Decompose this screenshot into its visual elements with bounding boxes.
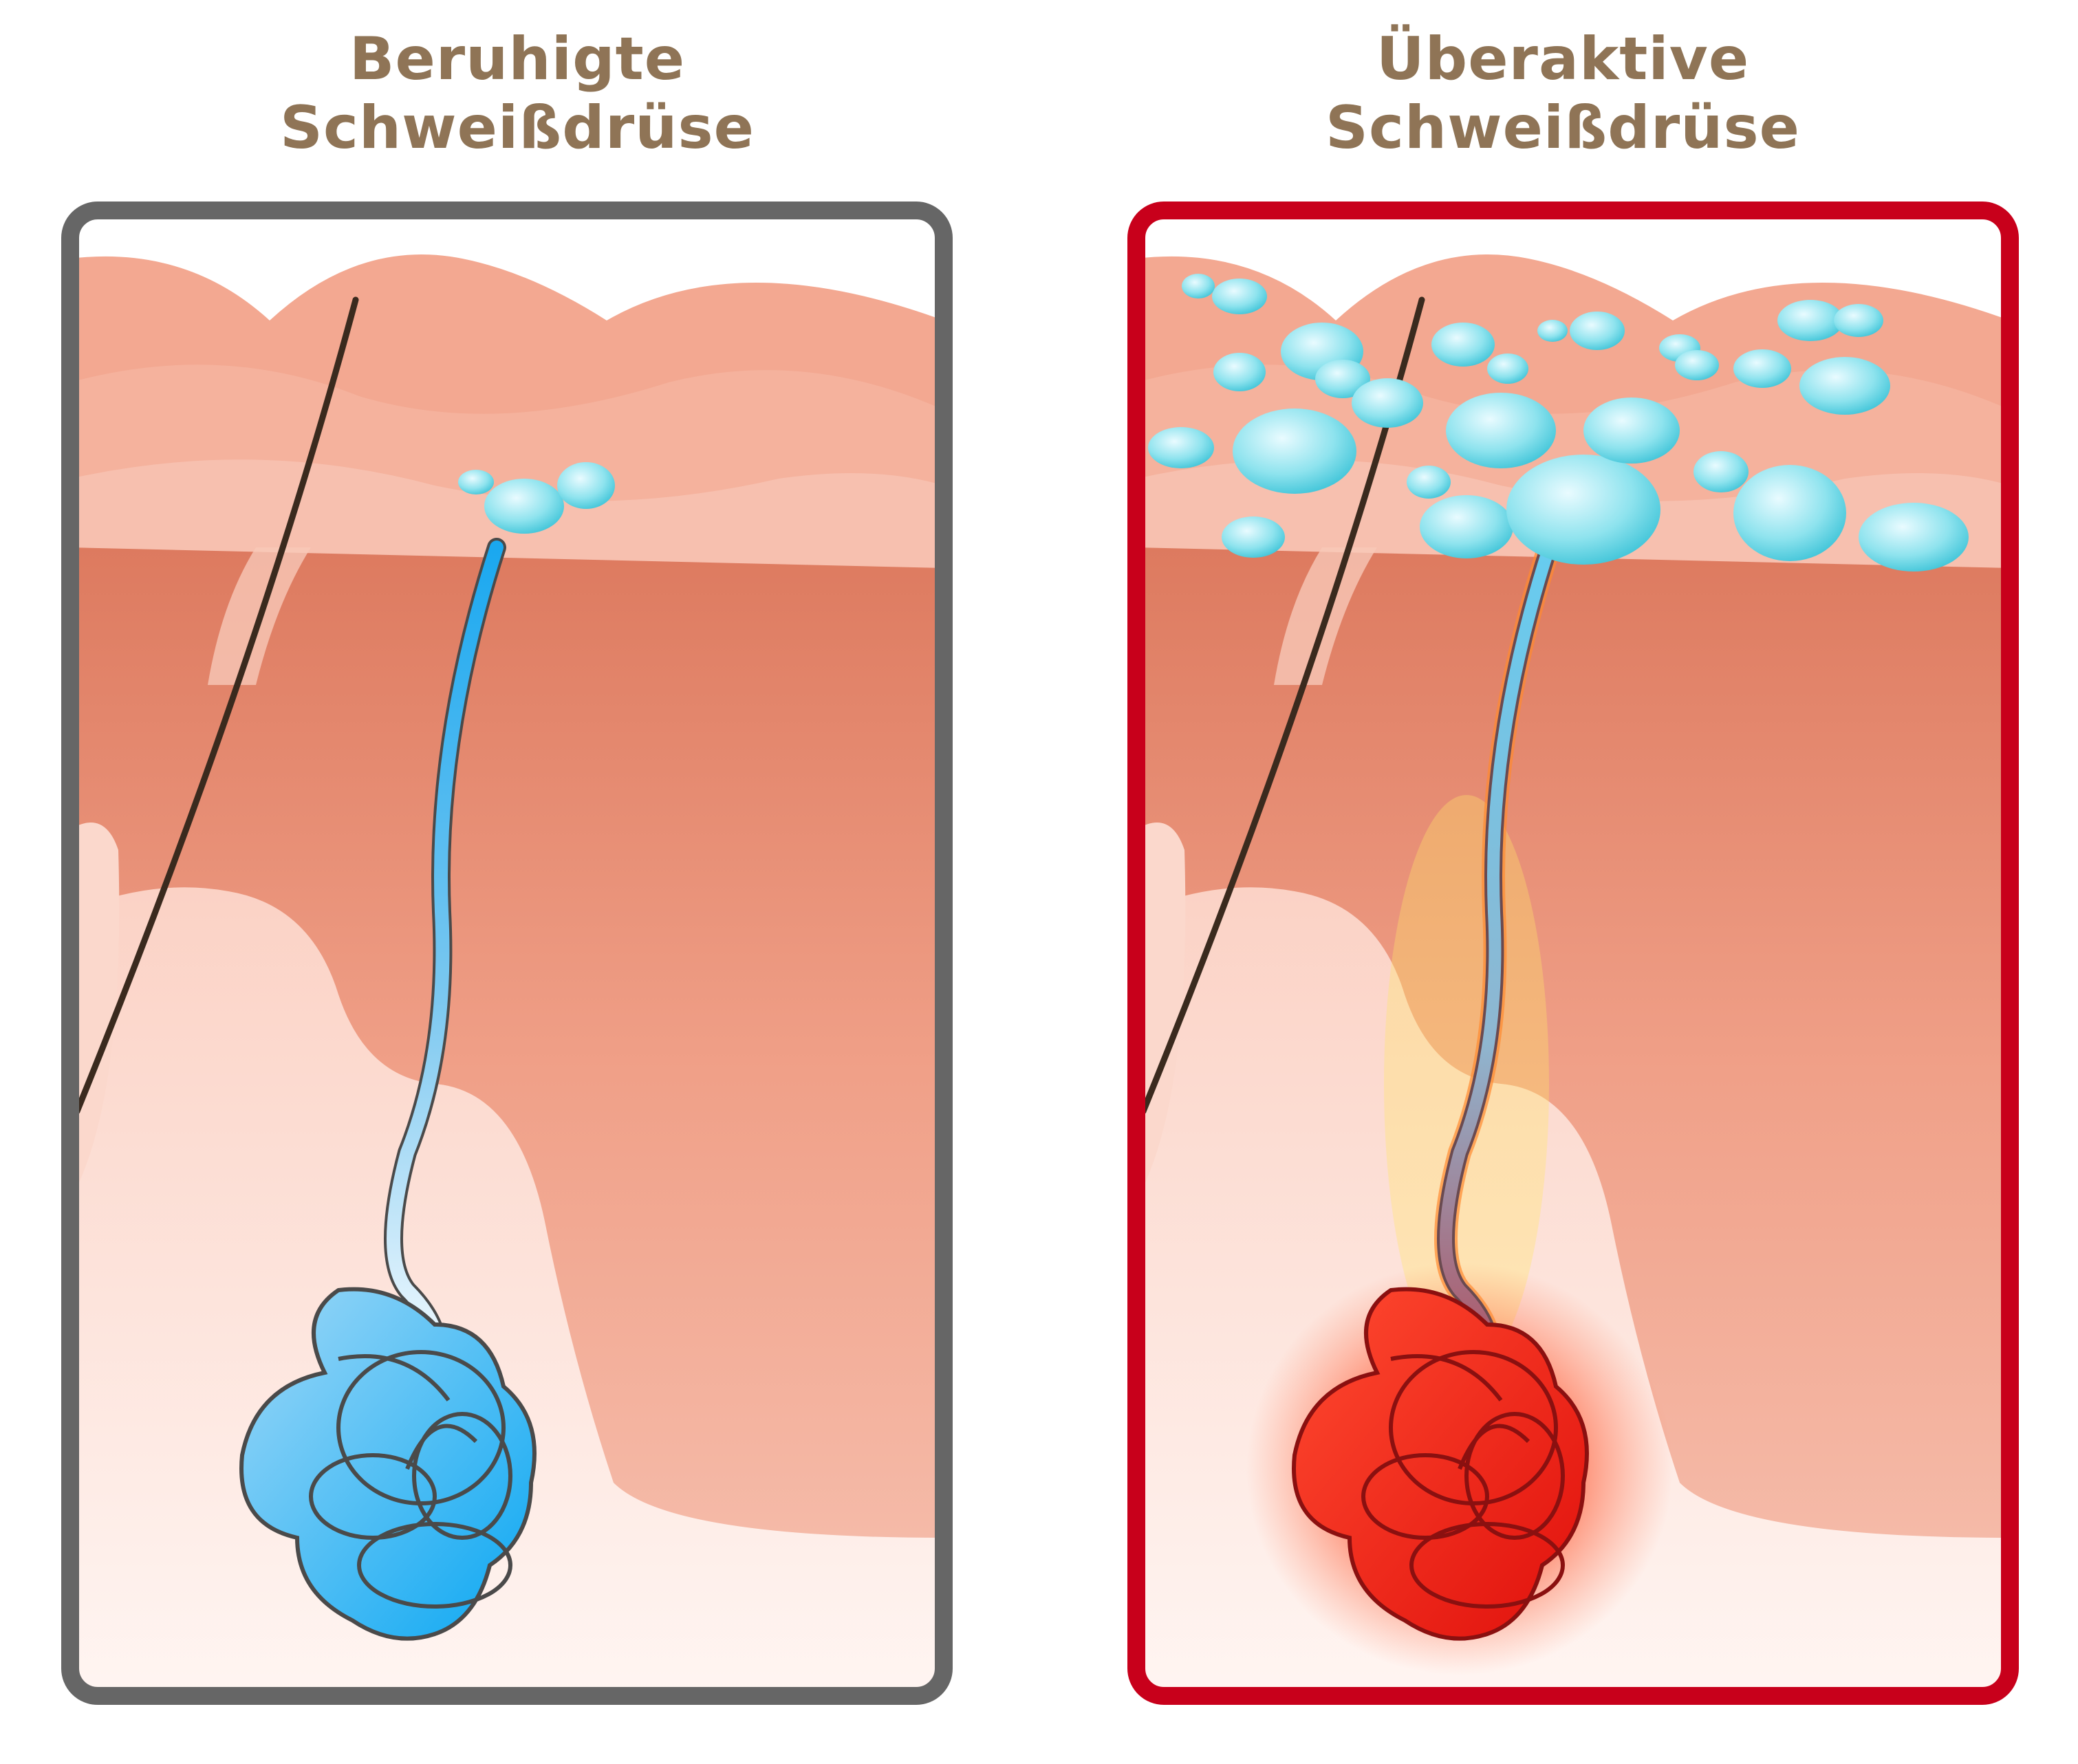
sweat-droplet-icon [1148, 274, 1969, 571]
overactive-title-line2: Schweißdrüse [1325, 94, 1800, 162]
sweat-gland-coil-icon [1292, 1287, 1589, 1641]
hair-strand-icon [74, 296, 359, 1115]
sweat-droplet-icon [458, 462, 615, 534]
overactive-gland-illustration [1127, 202, 2019, 1705]
sweat-gland-coil-icon [239, 1287, 537, 1641]
calm-gland-illustration [61, 202, 953, 1705]
overactive-gland-title: Überaktive Schweißdrüse [1109, 25, 2017, 162]
calm-title-line2: Schweißdrüse [280, 94, 755, 162]
calm-gland-title: Beruhigte Schweißdrüse [63, 25, 971, 162]
overactive-title-line1: Überaktive [1376, 25, 1750, 94]
calm-title-line1: Beruhigte [349, 25, 686, 94]
